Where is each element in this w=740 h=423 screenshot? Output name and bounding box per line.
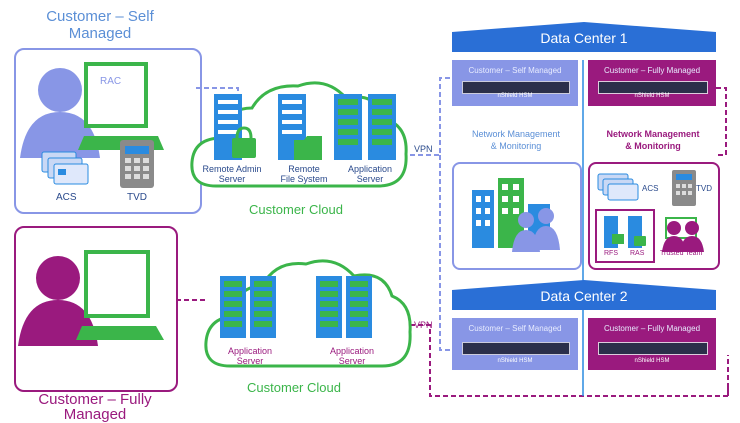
net-line2: & Monitoring (625, 141, 681, 151)
customer-cloud-top (190, 81, 408, 188)
net-line1: Network Management (471, 129, 561, 139)
application-server-icon (334, 94, 396, 160)
dc1-ras-label: RAS (630, 250, 645, 257)
rfs-server-icon (604, 216, 624, 248)
customer-cloud-bottom-label: Customer Cloud (247, 380, 341, 395)
monitor-icon (76, 250, 164, 340)
dc1-fully-hsm-label: nShield HSM (634, 93, 670, 99)
application-server-label: Application Server (312, 346, 392, 366)
dc1-self-hsm-label: nShield HSM (497, 93, 533, 99)
acs-label: ACS (56, 192, 77, 203)
dc1-self-network-box (452, 162, 582, 270)
customer-cloud-top-label: Customer Cloud (249, 202, 343, 217)
vpn-label-top: VPN (414, 144, 433, 154)
server-label-line1: Remote (288, 164, 320, 174)
dc1-trusted-team-label: Trusted Team (660, 250, 703, 257)
dc1-fully-panel-title: Customer – Fully Managed (603, 66, 701, 75)
dc1-fully-managed-panel: Customer – Fully Managed nShield HSM (588, 60, 716, 106)
hsm-device-icon (462, 342, 570, 355)
dc1-net-self: Network Management & Monitoring (452, 128, 580, 152)
server-label-line1: Application (227, 346, 273, 356)
customer-self-title-line1: Customer – Self (46, 8, 154, 25)
application-server-label: Application Server (330, 164, 410, 184)
server-label-line1: Remote Admin (202, 164, 262, 174)
dc1-self-panel-title: Customer – Self Managed (468, 66, 562, 75)
dc1-net-fully: Network Management & Monitoring (588, 128, 718, 152)
dc2-fully-managed-panel: Customer – Fully Managed nShield HSM (588, 318, 716, 370)
customer-fully-box (14, 226, 178, 392)
trusted-team-icon (662, 217, 704, 252)
customer-fully-title-line1: Customer – Fully (38, 391, 152, 408)
tvd-icon (120, 140, 154, 188)
application-server-icon (220, 276, 276, 338)
vpn-label-bottom: VPN (414, 320, 433, 330)
tvd-label: TVD (127, 192, 147, 203)
hsm-device-icon (598, 342, 708, 355)
server-label-line1: Application (329, 346, 375, 356)
fully-managed-illustration (18, 250, 164, 346)
ras-server-icon (628, 216, 646, 248)
rac-label: RAC (100, 76, 122, 87)
user-icon (18, 256, 98, 346)
server-label-line2: File System (280, 174, 328, 184)
tvd-icon (672, 170, 696, 206)
server-label-line2: Server (338, 356, 366, 366)
server-label-line2: Server (218, 174, 246, 184)
customer-self-box: RAC ACS TVD (14, 48, 202, 214)
dc1-acs-label: ACS (642, 184, 659, 193)
dc1-fully-network-box: ACS TVD RFS RAS Trusted Team (588, 162, 720, 270)
server-label-line2: Server (236, 356, 264, 366)
self-managed-illustration (20, 62, 164, 188)
server-label-line1: Application (347, 164, 393, 174)
dc2-fully-hsm-label: nShield HSM (634, 358, 670, 364)
dc2-fully-panel-title: Customer – Fully Managed (603, 324, 701, 333)
remote-admin-server-icon (214, 94, 256, 160)
connection-lines (176, 60, 729, 397)
hsm-device-icon (462, 81, 570, 94)
net-line2: & Monitoring (490, 141, 542, 151)
data-center-2-roof (452, 280, 716, 310)
acs-cards-icon (597, 173, 639, 201)
customer-self-title-line2: Managed (68, 25, 132, 42)
dc2-self-panel-title: Customer – Self Managed (468, 324, 562, 333)
hsm-device-icon (598, 81, 708, 94)
server-label-line2: Server (356, 174, 384, 184)
data-center-2-title: Data Center 2 (540, 288, 628, 304)
dc1-self-managed-panel: Customer – Self Managed nShield HSM (452, 60, 578, 106)
net-line1: Network Management (606, 129, 700, 139)
remote-admin-server-label: Remote Admin Server (192, 164, 272, 184)
buildings-team-icon (472, 178, 560, 252)
customer-fully-title-line2: Managed (63, 406, 127, 423)
application-server-icon (316, 276, 372, 338)
data-center-1-roof (452, 22, 716, 52)
dc1-tvd-label: TVD (696, 184, 712, 193)
remote-file-system-label: Remote File System (264, 164, 344, 184)
dc1-rfs-label: RFS (604, 250, 618, 257)
acs-cards-icon (41, 151, 89, 185)
dc2-self-hsm-label: nShield HSM (497, 358, 533, 364)
customer-self-title: Customer – Self Managed (20, 8, 180, 42)
customer-cloud-bottom (204, 259, 412, 368)
customer-fully-title: Customer – Fully Managed (10, 392, 180, 422)
application-server-label: Application Server (210, 346, 290, 366)
data-center-1-title: Data Center 1 (540, 30, 628, 46)
remote-file-system-icon (278, 94, 322, 160)
dc2-self-managed-panel: Customer – Self Managed nShield HSM (452, 318, 578, 370)
fully-managed-equipment-icons (595, 170, 704, 263)
